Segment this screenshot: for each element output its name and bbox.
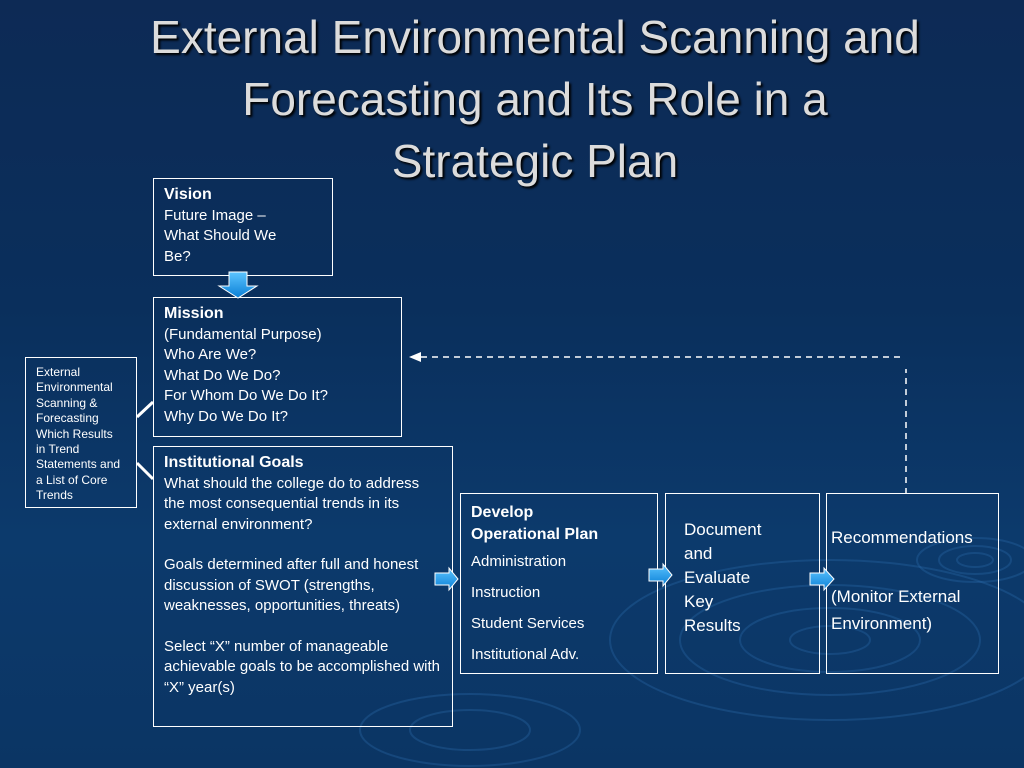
vision-heading: Vision	[164, 186, 212, 203]
recommendations-line: Environment)	[831, 614, 933, 633]
vision-line: Future Image –	[164, 206, 266, 224]
develop-heading-line: Operational Plan	[471, 526, 599, 543]
goals-paragraph: What should the college do to address th…	[164, 474, 420, 533]
title-line: External Environmental Scanning and	[150, 11, 920, 63]
goals-paragraph: Goals determined after full and honest d…	[164, 556, 419, 614]
evaluate-line: Evaluate	[684, 568, 751, 587]
develop-item: Institutional Adv.	[471, 646, 580, 663]
mission-line: What Do We Do?	[164, 366, 281, 384]
evaluate-line: Document	[684, 520, 762, 539]
develop-item: Administration	[471, 553, 567, 570]
goals-heading: Institutional Goals	[164, 454, 304, 471]
vision-line: Be?	[164, 247, 191, 265]
external-scanning-box: External Environmental Scanning & Foreca…	[25, 357, 137, 508]
title-line: Strategic Plan	[391, 135, 679, 187]
develop-item: Instruction	[471, 584, 541, 601]
mission-heading: Mission	[164, 305, 224, 322]
vision-box: Vision Future Image – What Should We Be?	[153, 178, 333, 276]
develop-operational-plan-box: Develop Operational Plan Administration …	[460, 493, 658, 674]
develop-heading: Develop Operational Plan	[471, 502, 647, 546]
external-line: Trends	[36, 488, 73, 503]
institutional-goals-box: Institutional Goals What should the coll…	[153, 446, 453, 727]
evaluate-line: and	[684, 544, 713, 563]
external-line: a List of Core	[36, 472, 108, 487]
external-line: External	[36, 365, 81, 379]
mission-line: (Fundamental Purpose)	[164, 325, 322, 343]
title-line: Forecasting and Its Role in a	[242, 73, 828, 125]
goals-paragraph: Select “X” number of manageable achievab…	[164, 637, 440, 696]
mission-box: Mission (Fundamental Purpose) Who Are We…	[153, 297, 402, 437]
external-line: Environmental	[36, 380, 113, 395]
evaluate-line: Results	[684, 616, 741, 635]
develop-item: Student Services	[471, 615, 585, 632]
slide-title: External Environmental Scanning and Fore…	[30, 6, 1024, 192]
external-line: Scanning &	[36, 395, 98, 410]
evaluate-line: Key	[684, 592, 714, 611]
develop-heading-line: Develop	[471, 504, 534, 521]
recommendations-heading: Recommendations	[831, 528, 973, 547]
external-line: Statements and	[36, 457, 121, 472]
mission-line: Why Do We Do It?	[164, 407, 288, 425]
evaluate-results-box: Document and Evaluate Key Results	[665, 493, 820, 674]
mission-line: Who Are We?	[164, 346, 257, 363]
external-line: Forecasting	[36, 411, 99, 426]
recommendations-line: (Monitor External	[831, 587, 961, 606]
external-line: Which Results	[36, 426, 113, 441]
external-line: in Trend	[36, 442, 80, 457]
recommendations-box: Recommendations (Monitor External Enviro…	[826, 493, 999, 674]
vision-line: What Should We	[164, 227, 277, 244]
mission-line: For Whom Do We Do It?	[164, 387, 328, 404]
